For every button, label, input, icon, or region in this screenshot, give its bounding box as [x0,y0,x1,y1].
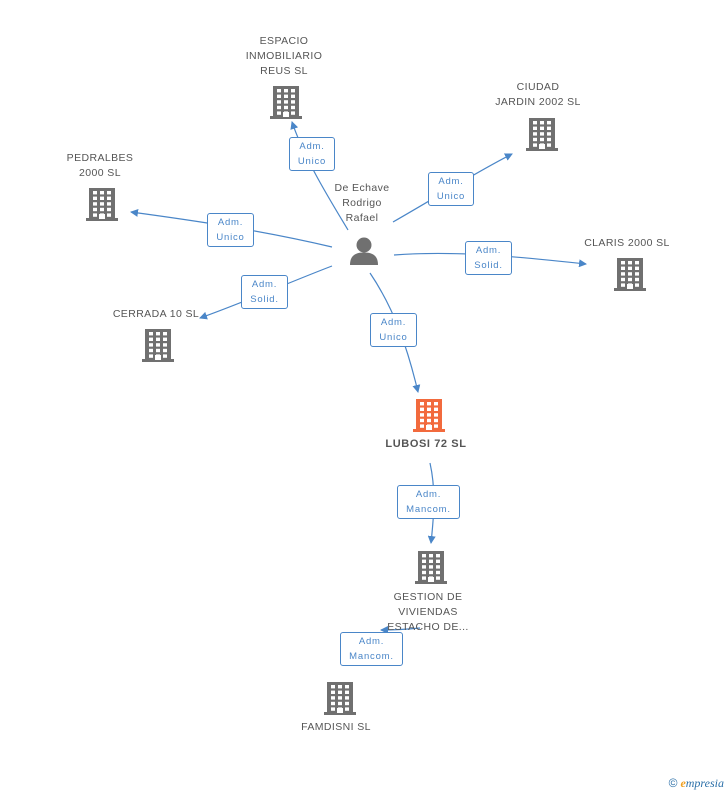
building-icon[interactable] [324,682,356,715]
relation-line: Unico [436,191,466,202]
relation-line: Adm. [438,176,464,187]
company-label-famdisni[interactable]: FAMDISNI SL [266,720,406,735]
label-line: PEDRALBES [66,152,134,164]
relation-label-pedralbes[interactable]: Adm. Unico [207,213,254,247]
company-label-lubosi[interactable]: LUBOSI 72 SL [356,437,496,452]
relation-label-claris[interactable]: Adm. Solid. [465,241,512,275]
edge-famdisni [380,625,421,634]
relation-line: Solid. [474,260,503,271]
relation-label-lubosi[interactable]: Adm. Unico [370,313,417,347]
company-label-gestion[interactable]: GESTION DE VIVIENDAS ESTACHO DE... [358,590,498,635]
relation-line: Adm. [358,636,385,647]
label-line: ESPACIO [259,35,309,47]
relation-line: Mancom. [406,504,451,515]
relation-line: Adm. [299,141,325,152]
relation-label-famdisni[interactable]: Adm. Mancom. [340,632,403,666]
relation-line: Solid. [250,294,279,305]
relation-line: Unico [379,332,408,343]
center-line: Rafael [345,212,379,224]
center-line: De Echave [334,182,390,194]
relation-label-ciudad[interactable]: Adm. Unico [428,172,474,206]
brand-name: mpresia [685,776,724,790]
label-line: CLARIS 2000 SL [584,237,670,249]
label-line: FAMDISNI SL [301,721,371,733]
label-line: VIVIENDAS [398,606,458,618]
label-line: ESTACHO DE... [387,621,469,633]
empresia-watermark: © empresia [669,776,724,791]
company-label-claris[interactable]: CLARIS 2000 SL [557,236,697,251]
building-icon[interactable] [413,399,445,432]
center-person-label[interactable]: De Echave Rodrigo Rafael [292,181,432,226]
relation-label-espacio[interactable]: Adm. Unico [289,137,335,171]
label-line: REUS SL [260,65,308,77]
label-line: CIUDAD [516,81,560,93]
label-line: LUBOSI 72 SL [385,438,467,450]
relation-line: Unico [216,232,245,243]
label-line: JARDIN 2002 SL [495,96,581,108]
building-icon[interactable] [614,258,646,291]
building-icon[interactable] [86,188,118,221]
person-icon[interactable] [350,237,378,266]
buildings [86,86,646,715]
relation-line: Adm. [415,489,442,500]
building-icon[interactable] [142,329,174,362]
building-icon[interactable] [415,551,447,584]
center-line: Rodrigo [342,197,382,209]
company-label-cerrada[interactable]: CERRADA 10 SL [86,307,226,322]
relation-line: Adm. [251,279,278,290]
building-icon[interactable] [270,86,302,119]
label-line: GESTION DE [393,591,463,603]
label-line: CERRADA 10 SL [112,308,200,320]
relation-line: Mancom. [349,651,394,662]
brand-initial: e [680,776,686,790]
relation-line: Adm. [217,217,244,228]
relation-line: Adm. [475,245,502,256]
relation-line: Unico [297,156,327,167]
company-label-ciudad[interactable]: CIUDAD JARDIN 2002 SL [468,80,608,110]
edge-espacio [290,121,349,231]
relation-label-gestion[interactable]: Adm. Mancom. [397,485,460,519]
building-icon[interactable] [526,118,558,151]
label-line: 2000 SL [79,167,121,179]
relation-line: Adm. [380,317,407,328]
relation-label-cerrada[interactable]: Adm. Solid. [241,275,288,309]
label-line: INMOBILIARIO [245,50,323,62]
company-label-pedralbes[interactable]: PEDRALBES 2000 SL [30,151,170,181]
company-label-espacio[interactable]: ESPACIO INMOBILIARIO REUS SL [214,34,354,79]
copyright-symbol: © [668,776,678,790]
